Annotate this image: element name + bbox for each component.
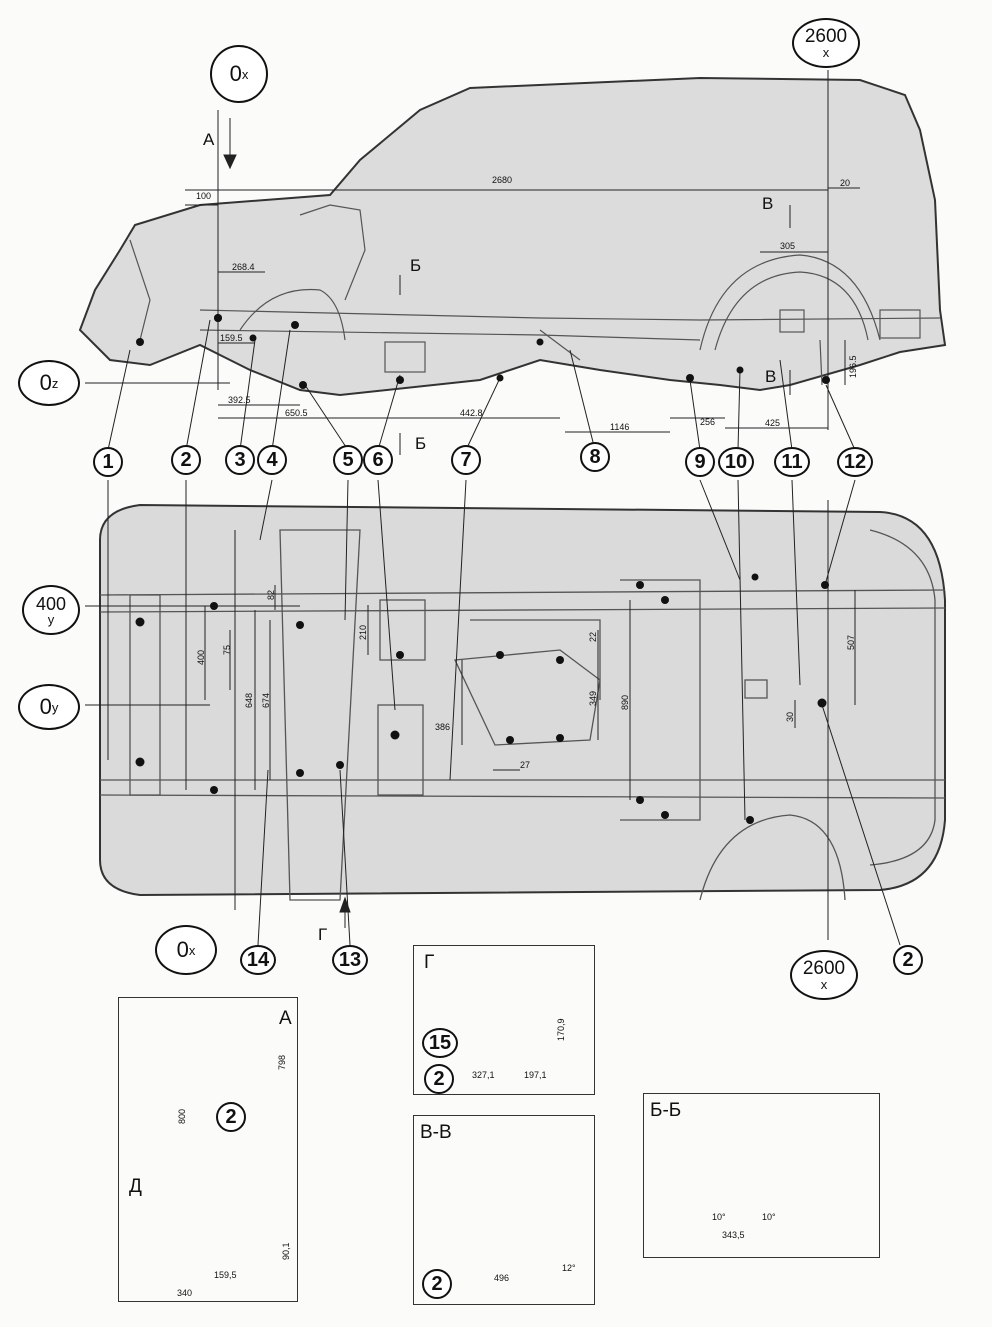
dim-392-5: 392.5	[228, 395, 251, 405]
dim-197-1: 197,1	[524, 1070, 547, 1080]
callout-7: 7	[451, 445, 481, 475]
dim-386: 386	[435, 722, 451, 732]
panel-g-callout-2: 2	[424, 1064, 454, 1094]
dim-648: 648	[244, 692, 254, 708]
plan-leaders	[107, 479, 901, 946]
dim-196-5: 196.5	[848, 355, 858, 378]
side-view-car	[78, 76, 947, 397]
plan-dimension-lines	[85, 500, 856, 940]
dim-890: 890	[620, 694, 630, 710]
panel-vv-title: В-В	[420, 1122, 452, 1143]
dim-400: 400	[196, 649, 206, 665]
panel-a-callout-2: 2	[216, 1102, 246, 1132]
dim-425: 425	[765, 418, 781, 428]
panel-g-title: Г	[424, 952, 435, 973]
dim-82: 82	[266, 589, 276, 600]
dim-305: 305	[780, 241, 796, 251]
section-letter-v-top: В	[762, 194, 774, 213]
angle-10-right: 10°	[762, 1212, 776, 1222]
callout-14: 14	[240, 945, 276, 975]
panel-section-bb: Б-Б 343,5 10° 10°	[643, 1093, 880, 1258]
callout-11: 11	[774, 447, 810, 477]
dim-507: 507	[846, 634, 856, 650]
dim-20: 20	[840, 178, 851, 188]
plan-view-underbody	[99, 503, 946, 897]
dim-75: 75	[222, 644, 232, 655]
dim-268-4: 268.4	[232, 262, 255, 272]
panel-view-a: A 798 800 2 Д 340 159,5 90,1	[118, 997, 298, 1302]
view-letter-g: Г	[318, 925, 328, 944]
view-letter-a: A	[203, 130, 215, 149]
side-view-details	[129, 204, 941, 386]
plan-view-details	[99, 529, 946, 901]
section-letter-b-top: Б	[410, 256, 422, 275]
dim-343-5: 343,5	[722, 1230, 745, 1240]
callout-2: 2	[171, 445, 201, 475]
panel-vv-callout-2: 2	[422, 1269, 452, 1299]
dim-650-5: 650.5	[285, 408, 308, 418]
panel-d-title: Д	[129, 1176, 142, 1197]
panel-bb-title: Б-Б	[650, 1100, 682, 1121]
side-leaders	[107, 319, 856, 451]
callout-12: 12	[837, 447, 873, 477]
section-letter-b-bottom: Б	[415, 434, 427, 453]
dim-22: 22	[588, 631, 598, 642]
callout-3: 3	[225, 445, 255, 475]
dim-159-5-d: 159,5	[214, 1270, 237, 1280]
dim-2680: 2680	[492, 175, 513, 185]
dim-798: 798	[277, 1054, 287, 1070]
dim-327-1: 327,1	[472, 1070, 495, 1080]
dim-800: 800	[177, 1108, 187, 1124]
callout-13: 13	[332, 945, 368, 975]
side-dimension-lines	[85, 70, 860, 455]
callout-6: 6	[363, 445, 393, 475]
dim-210: 210	[358, 624, 368, 640]
measurement-points	[135, 314, 830, 824]
panel-a-title: A	[279, 1008, 292, 1029]
dim-496: 496	[494, 1273, 510, 1283]
callout-2-right: 2	[893, 945, 923, 975]
dim-340: 340	[177, 1288, 193, 1298]
callout-1: 1	[93, 447, 123, 477]
dim-90-1: 90,1	[281, 1242, 291, 1260]
dim-442-8: 442.8	[460, 408, 483, 418]
panel-section-vv: В-В 2 496 12°	[413, 1115, 595, 1305]
dim-349: 349	[588, 690, 598, 706]
callout-15: 15	[422, 1028, 458, 1058]
callout-9: 9	[685, 447, 715, 477]
dim-27: 27	[520, 760, 531, 770]
angle-12: 12°	[562, 1263, 576, 1273]
dim-674: 674	[261, 692, 271, 708]
dim-30: 30	[785, 711, 795, 722]
dim-159-5-side: 159.5	[220, 333, 243, 343]
dim-100: 100	[196, 191, 212, 201]
angle-10-left: 10°	[712, 1212, 726, 1222]
callout-10: 10	[718, 447, 754, 477]
dim-170-9: 170,9	[556, 1018, 566, 1041]
dim-1146: 1146	[610, 422, 630, 432]
callout-5: 5	[333, 445, 363, 475]
section-letter-v-bottom: В	[765, 367, 777, 386]
callout-4: 4	[257, 445, 287, 475]
panel-view-g: Г 15 2 327,1 197,1 170,9	[413, 945, 595, 1095]
dim-256: 256	[700, 417, 716, 427]
callout-8: 8	[580, 442, 610, 472]
